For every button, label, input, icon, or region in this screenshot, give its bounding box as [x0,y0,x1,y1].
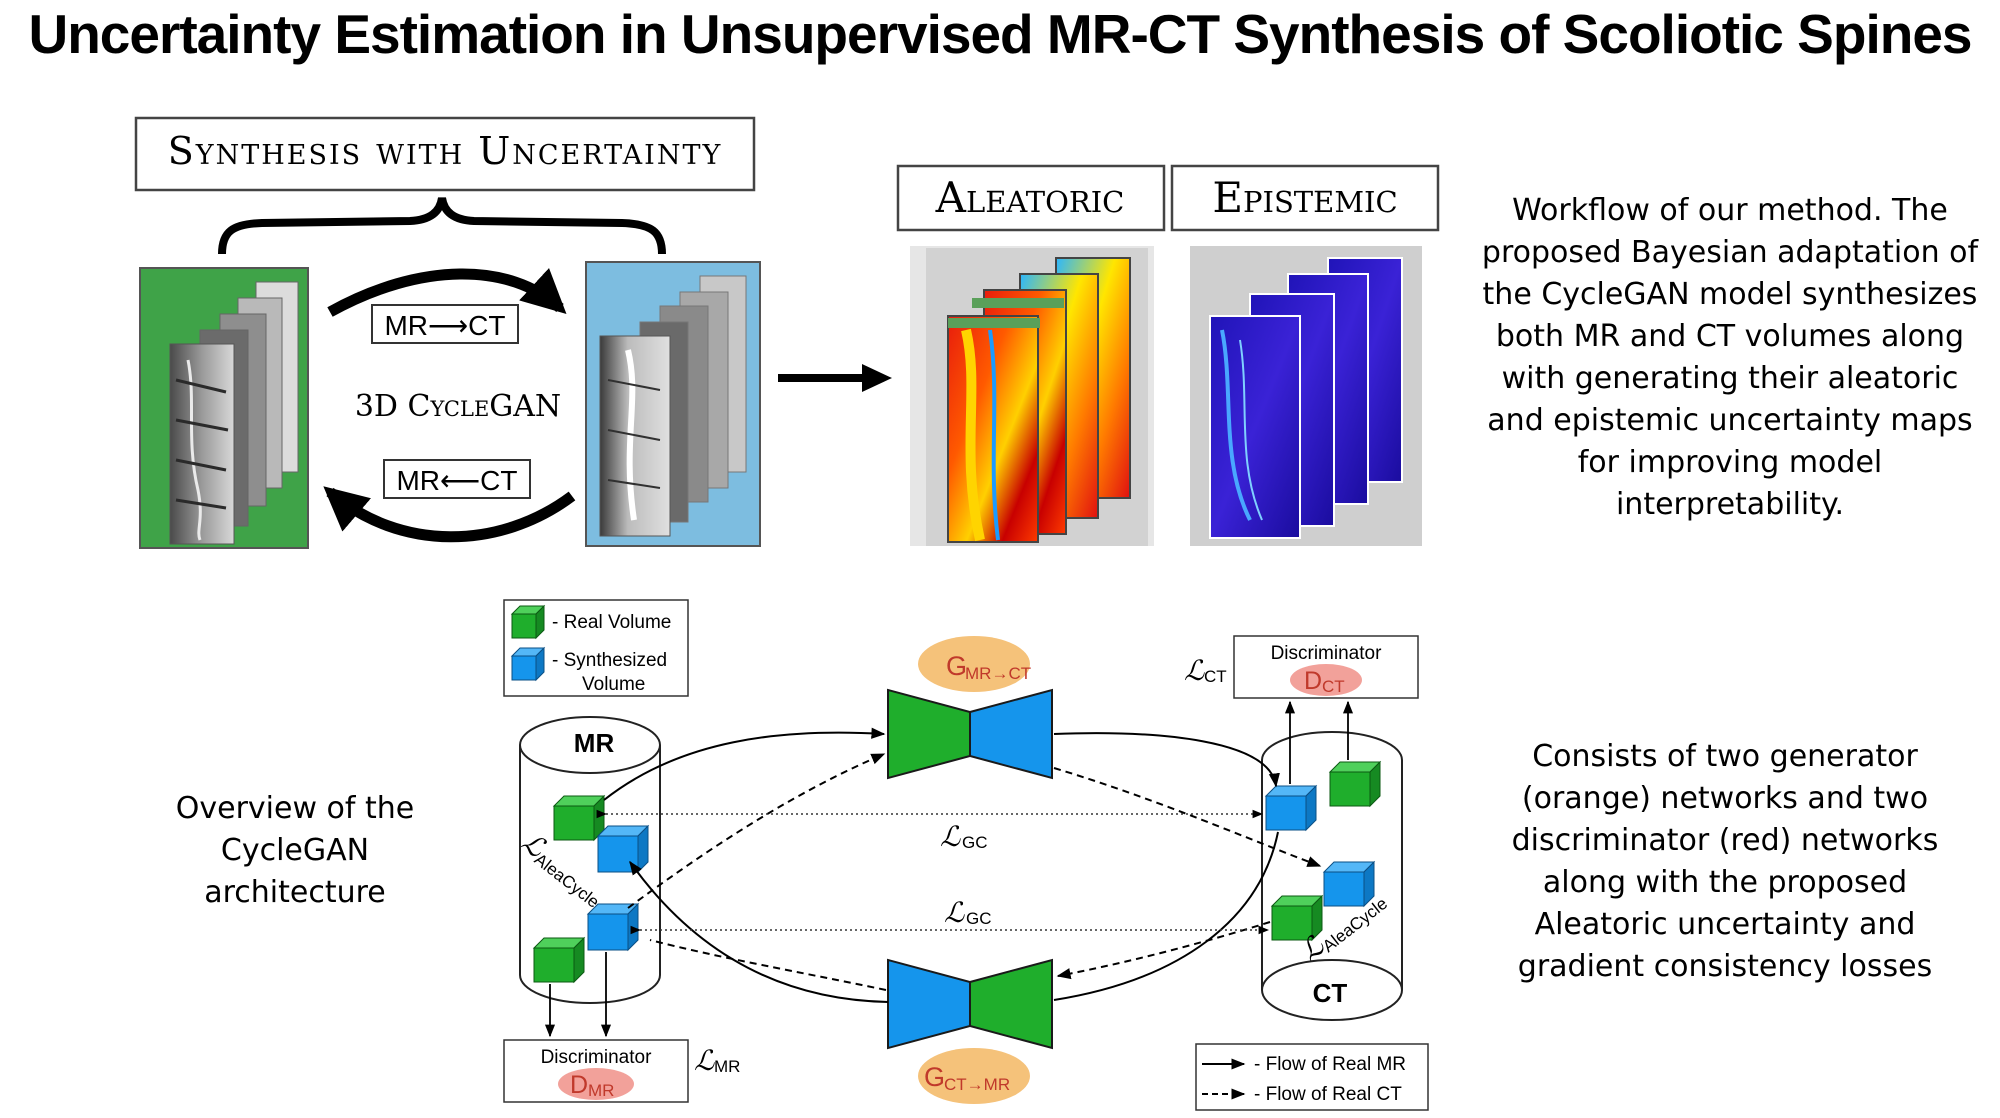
arrow-mr-to-ct [327,267,567,317]
ct-cylinder: CT [1261,731,1403,1021]
legend-real-label: - Real Volume [552,612,671,633]
discriminator-ct: Discriminator D CT [1233,635,1419,699]
ct-real-cube-bottom [1270,894,1324,942]
loss-ct-sub: CT [1204,667,1227,686]
loss-gc-top-sub: GC [962,833,988,852]
epistemic-map-panel [1190,246,1422,546]
disc-mr-letter: D [570,1071,588,1099]
legend-synth-label: - Synthesized [552,650,667,671]
output-arrow [778,364,892,392]
mr-synth-cube-top [596,824,650,874]
disc-ct-letter: D [1304,667,1322,695]
disc-ct-title: Discriminator [1271,643,1383,664]
aleatoric-map-panel [910,246,1154,546]
ct-synth-cube-bottom [1322,860,1376,908]
ct-real-cube-top [1328,760,1382,808]
loss-gc-top-symbol: ℒ [940,820,961,853]
disc-mr-sub: MR [588,1081,614,1100]
arrow-ct-to-mr [323,486,576,543]
curly-brace [218,197,666,255]
flow-gen-top-to-ct [1053,732,1280,788]
mr-real-cube-bottom [532,936,586,984]
flow-ct-real-to-gen-bottom [1056,921,1271,980]
disc-ct-sub: CT [1322,677,1345,696]
loss-ct-symbol: ℒ [1184,654,1205,687]
disc-mr-title: Discriminator [541,1047,653,1068]
mr-from-ct-label: MR⟵CT [396,465,517,496]
ct-cylinder-label: CT [1313,978,1348,1008]
loss-ct: ℒ CT [1184,654,1227,687]
discriminator-mr: Discriminator D MR [503,1039,689,1103]
mr-from-ct-box: MR⟵CT [383,459,531,499]
ct-volume-panel [585,261,761,547]
loss-gc-bottom: ℒ GC [944,896,992,929]
flow-real-ct-label: - Flow of Real CT [1254,1084,1402,1105]
overview-caption: Overview of the CycleGAN architecture [175,791,415,910]
loss-mr: ℒ MR [694,1044,740,1077]
loss-gc-bottom-symbol: ℒ [944,896,965,929]
mr-to-ct-label: MR⟶CT [384,310,505,341]
loss-gc-bottom-sub: GC [966,909,992,928]
mr-real-cube-top [552,794,606,842]
epistemic-label: Epistemic [1212,173,1397,222]
consists-caption: Consists of two generator (orange) netwo… [1511,739,1939,984]
ct-synth-cube-top [1264,784,1318,832]
flow-gen-top-to-ct-synth [1053,767,1322,867]
flow-real-mr-label: - Flow of Real MR [1254,1054,1406,1075]
main-title: Uncertainty Estimation in Unsupervised M… [28,3,1972,65]
flow-legend: - Flow of Real MR - Flow of Real CT [1195,1043,1429,1111]
gen-ct-mr-sub: CT→MR [944,1075,1010,1094]
gen-mr-ct-letter: G [946,651,967,681]
loss-mr-sub: MR [714,1057,740,1076]
generator-mr-to-ct: G MR→CT [887,636,1053,780]
aleatoric-label-box: Aleatoric [896,164,1166,232]
mr-to-ct-box: MR⟶CT [371,304,519,344]
epistemic-label-box: Epistemic [1170,164,1440,232]
synthesized-volume-cube-icon [510,646,546,682]
flow-gen-bottom-to-mr [629,860,889,1003]
volume-legend: - Real Volume - Synthesized Volume [503,599,689,697]
loss-mr-symbol: ℒ [694,1044,715,1077]
aleatoric-label: Aleatoric [935,173,1125,222]
mr-volume-panel [139,267,309,549]
mr-cylinder-label: MR [574,728,615,758]
synthesis-label-box: Synthesis with Uncertainty [134,116,756,192]
flow-gen-bottom-to-mr-synth [649,939,887,991]
generator-ct-to-mr: G CT→MR [887,958,1053,1104]
legend-synth-label-2: Volume [582,674,645,695]
cyclegan-label: 3D CycleGAN [355,389,561,424]
synthesis-label: Synthesis with Uncertainty [168,129,723,173]
flow-mr-to-gen-top [603,727,886,801]
mr-synth-cube-bottom [586,902,640,952]
gen-ct-mr-letter: G [924,1062,945,1092]
gen-mr-ct-sub: MR→CT [965,664,1031,683]
workflow-caption: Workflow of our method. The proposed Bay… [1481,193,1979,522]
flow-ct-to-gen-bottom [1053,831,1279,1001]
flow-mr-synth-to-gen-top [627,753,886,909]
loss-gc-top: ℒ GC [940,820,988,853]
real-volume-cube-icon [510,604,546,640]
